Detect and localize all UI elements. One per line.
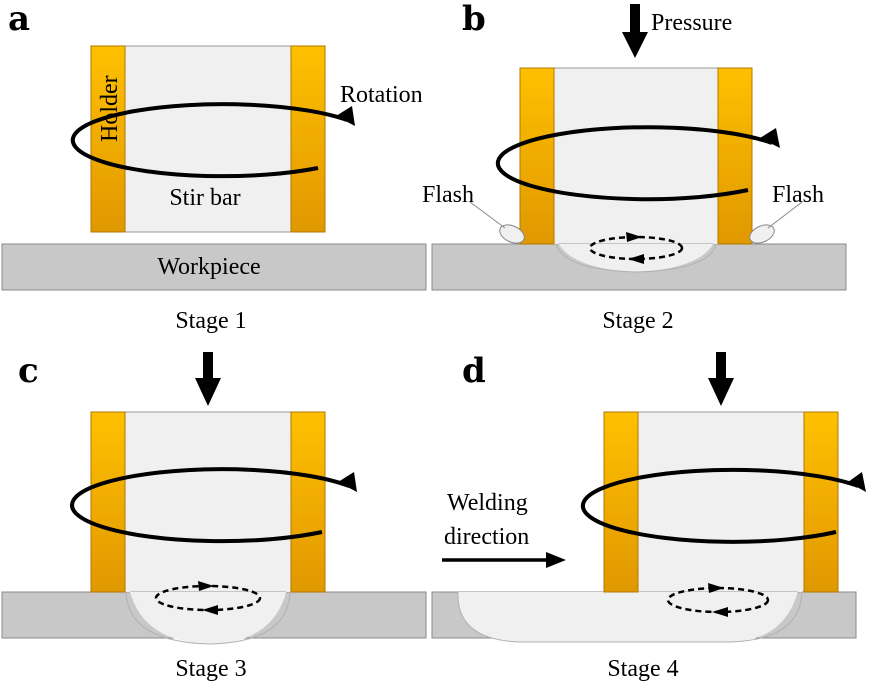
pressure-arrow-head [708, 378, 734, 406]
stage-3-label: Stage 3 [175, 656, 246, 682]
flash-right [749, 224, 775, 244]
flow-arrowhead-top [708, 583, 724, 593]
holder-left [90, 411, 126, 593]
flow-arrowhead-bottom [628, 254, 644, 264]
stir-zone-outline [555, 243, 717, 273]
holder-left [519, 67, 555, 245]
stir-bar [637, 411, 805, 593]
rotation-arrowhead [760, 128, 780, 148]
flash-left-leader [469, 201, 506, 229]
weld-zone-outline [457, 591, 803, 643]
panel-letter-c: c [18, 351, 39, 391]
welding-label-line1: Welding [447, 490, 528, 516]
panel-letter-a: a [8, 0, 30, 39]
material-flow [588, 235, 684, 261]
rotation-label: Rotation [340, 82, 423, 108]
weld-zone [457, 560, 802, 642]
stir-zone [554, 228, 718, 272]
rotation-arrowhead [338, 472, 357, 492]
pressure-arrow-shaft [630, 4, 640, 34]
stir-bar-label: Stir bar [169, 185, 240, 211]
panel-b: b Flash Flash Pressure Stage 2 [422, 0, 847, 334]
holder-label: Holder [97, 75, 123, 142]
holder-right [290, 45, 326, 233]
pressure-arrow-shaft [203, 352, 213, 380]
flow-arrowhead-top [626, 232, 642, 242]
stir-zone [126, 560, 290, 644]
stir-bar [124, 45, 292, 233]
holder-left [90, 45, 126, 233]
holder-right [803, 411, 839, 593]
pressure-label: Pressure [651, 10, 732, 36]
pressure-arrow-head [622, 32, 648, 58]
workpiece-label: Workpiece [157, 254, 260, 280]
flow-arrowhead-top [198, 581, 214, 591]
stage-2-label: Stage 2 [602, 308, 673, 334]
flow-arrowhead-bottom [712, 607, 728, 617]
flash-left-label: Flash [422, 182, 474, 208]
flash-left [499, 224, 525, 244]
flash-right-leader [767, 201, 803, 229]
panel-letter-b: b [462, 0, 486, 39]
rotation-arrowhead [336, 106, 355, 126]
stir-zone-outline [125, 591, 291, 645]
rotation-arrow [70, 467, 350, 544]
rotation-arrowhead [848, 472, 866, 492]
stir-bar [553, 67, 719, 245]
welding-label-line2: direction [444, 524, 529, 550]
panel-a: a Workpiece Stir bar Holder Rotation Sta… [1, 0, 427, 334]
workpiece [1, 243, 427, 291]
holder-right [717, 67, 753, 245]
flow-arrowhead-bottom [202, 605, 218, 615]
pressure-arrow-shaft [716, 352, 726, 380]
stage-4-label: Stage 4 [607, 656, 678, 682]
flash-right-label: Flash [772, 182, 824, 208]
panel-d: d Welding direction Stage 4 [431, 351, 866, 682]
rotation-arrow [495, 125, 773, 202]
holder-left [603, 411, 639, 593]
stage-1-label: Stage 1 [175, 308, 246, 334]
holder-right [290, 411, 326, 593]
rotation-arrow [580, 467, 859, 544]
pressure-arrow-head [195, 378, 221, 406]
panel-c: c Stage 3 [1, 351, 427, 682]
panel-letter-d: d [462, 351, 486, 391]
welding-direction-head [546, 552, 566, 568]
stir-bar [124, 411, 292, 593]
rotation-arrow [70, 102, 348, 179]
